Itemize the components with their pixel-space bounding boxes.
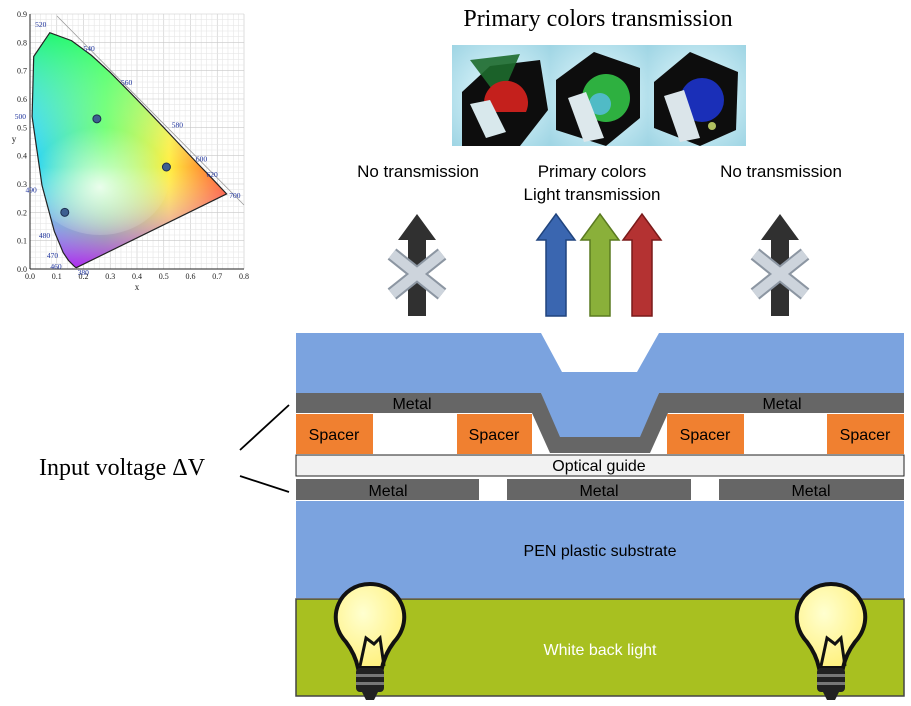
cie-x-label: x: [135, 282, 140, 292]
cie-y-tick: 0.5: [17, 123, 27, 132]
bottom-metal-2-label: Metal: [579, 483, 618, 500]
cie-wavelength-label: 480: [39, 231, 51, 240]
top-encapsulation-layer: [296, 333, 904, 393]
arrow-green: [579, 212, 621, 317]
label-right-no-transmission: No transmission: [720, 162, 842, 181]
top-metal-right-label: Metal: [762, 396, 801, 413]
cie-y-tick: 0.4: [17, 152, 27, 161]
cie-wavelength-label: 490: [25, 186, 37, 195]
cie-x-tick: 0.1: [52, 272, 62, 281]
cie-x-tick: 0.8: [239, 272, 249, 281]
cie-x-tick: 0.3: [105, 272, 115, 281]
top-metal-left-label: Metal: [392, 396, 431, 413]
cie-wavelength-label: 500: [15, 112, 27, 121]
spacer-2: [457, 414, 532, 454]
cie-x-tick: 0.4: [132, 272, 142, 281]
arrow-blue: [535, 212, 577, 317]
cie-x-tick: 0.5: [159, 272, 169, 281]
arrow-right-blocked: [750, 214, 810, 316]
cie-wavelength-label: 620: [207, 170, 219, 179]
cie-spectral-locus: [31, 31, 228, 269]
cie-wavelength-labels: 380 460 470 480 490 500 520 540 560 580 600 620 700: [15, 20, 241, 277]
bottom-metal-3-label: Metal: [791, 483, 830, 500]
deformed-membrane-fill: [541, 393, 659, 438]
lightbulb-icon: [333, 581, 407, 700]
spacer-1-label: Spacer: [309, 427, 360, 444]
cie-sample-points: [60, 114, 171, 217]
pen-substrate-label: PEN plastic substrate: [524, 543, 677, 560]
pen-substrate: [296, 501, 904, 598]
arrow-red: [621, 212, 663, 317]
spacer-3-label: Spacer: [680, 427, 731, 444]
voltage-lead-bottom: [239, 475, 290, 493]
optical-guide: [295, 454, 905, 477]
cie-x-tick: 0.6: [186, 272, 196, 281]
spacer-3: [667, 414, 744, 454]
photo-blue: [648, 45, 746, 146]
label-left-no-transmission: No transmission: [357, 162, 479, 181]
cie-x-tick: 0.0: [25, 272, 35, 281]
spacer-2-label: Spacer: [469, 427, 520, 444]
cie-y-tick: 0.8: [17, 38, 27, 47]
cie-y-tick: 0.0: [17, 265, 27, 274]
cie-sample-point: [92, 114, 102, 124]
cie-sample-point: [161, 162, 171, 172]
title: Primary colors transmission: [463, 6, 732, 32]
photo-green: [550, 45, 648, 146]
white-backlight-label: White back light: [544, 642, 657, 659]
cie-tick-labels: 0.0 0.1 0.2 0.3 0.4 0.5 0.6 0.7 0.8 0.0 0.1 0.2 0.3 0…: [17, 10, 249, 281]
cie-y-label: y: [12, 134, 17, 144]
top-metal-layer: [296, 393, 904, 453]
cie-wavelength-label: 380: [78, 268, 90, 277]
cie-x-tick: 0.7: [212, 272, 222, 281]
cie-wavelength-label: 580: [172, 121, 184, 130]
cie-wavelength-label: 520: [35, 20, 47, 29]
cie-y-tick: 0.3: [17, 180, 27, 189]
label-light-transmission: Light transmission: [523, 185, 660, 204]
cie-chromaticity-chart: 0.0 0.1 0.2 0.3 0.4 0.5 0.6 0.7 0.8 0.0 0.1 0.2 0.3 0…: [12, 10, 249, 292]
cie-y-tick: 0.2: [17, 208, 27, 217]
cie-y-tick: 0.6: [17, 95, 27, 104]
bottom-metal-3: [719, 479, 904, 500]
bottom-metal-1: [296, 479, 479, 500]
cie-y-tick: 0.1: [17, 237, 27, 246]
cie-y-tick: 0.9: [17, 10, 27, 19]
spacer-4: [827, 414, 904, 454]
spacer-4-label: Spacer: [840, 427, 891, 444]
cie-wavelength-label: 470: [47, 251, 59, 260]
cie-x-tick: 0.2: [79, 272, 89, 281]
voltage-lead-top: [239, 404, 290, 451]
cie-wavelength-label: 540: [84, 44, 96, 53]
arrow-left-blocked: [387, 214, 447, 316]
cie-sample-point: [60, 207, 70, 217]
optical-guide-label: Optical guide: [552, 458, 645, 475]
bottom-metal-1-label: Metal: [368, 483, 407, 500]
cie-wavelength-label: 700: [229, 191, 241, 200]
label-primary-colors: Primary colors: [538, 162, 647, 181]
cie-y-tick: 0.7: [17, 67, 27, 76]
input-voltage-label: Input voltage ΔV: [39, 455, 206, 481]
cie-wavelength-label: 600: [196, 155, 208, 164]
cie-wavelength-label: 560: [121, 78, 133, 87]
cie-wavelength-label: 460: [50, 262, 62, 271]
bottom-metal-2: [507, 479, 691, 500]
cie-diagonal: [56, 15, 245, 206]
spacer-1: [296, 414, 373, 454]
photo-red: [452, 45, 550, 146]
photo-strip: [452, 45, 746, 146]
lightbulb-icon: [794, 581, 868, 700]
